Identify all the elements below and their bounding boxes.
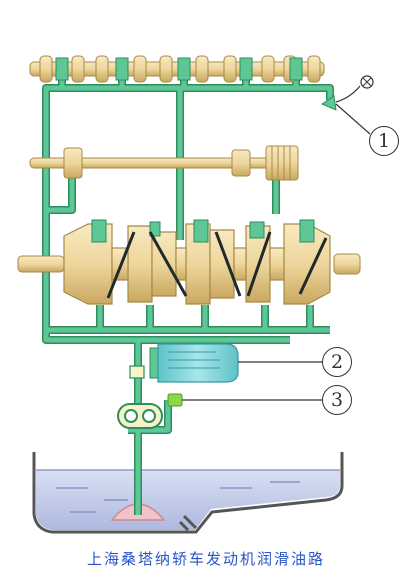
callout-2: 2 <box>322 347 352 377</box>
callout-3: 3 <box>322 385 352 415</box>
crank-oil-drillings <box>106 231 328 299</box>
camshaft <box>29 55 325 83</box>
diagram-caption: 上海桑塔纳轿车发动机润滑油路 <box>86 550 325 568</box>
oil-pump <box>117 403 163 429</box>
low-pressure-switch <box>167 393 183 407</box>
oil-passages <box>42 70 334 515</box>
callout-leaders <box>182 361 322 401</box>
oil-filter <box>149 343 239 383</box>
crankshaft <box>17 219 361 305</box>
oil-in-pan <box>36 470 340 530</box>
oil-pressure-switch <box>320 75 374 135</box>
relief-valve <box>129 365 145 379</box>
oil-pan <box>32 452 344 534</box>
intermediate-shaft <box>29 145 299 181</box>
drain-plug <box>178 514 198 532</box>
callout-1: 1 <box>369 126 399 156</box>
